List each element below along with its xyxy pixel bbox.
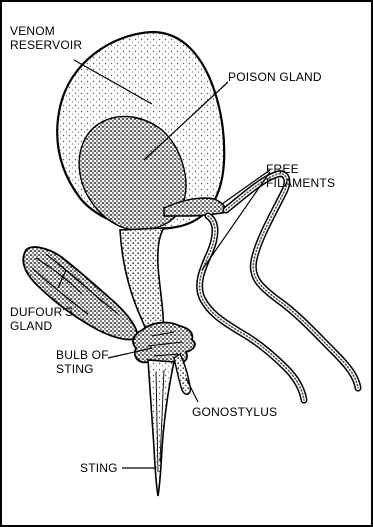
label-dufours-gland-line1: DUFOUR'S: [10, 305, 73, 319]
label-free-filaments-line1: FREE: [266, 162, 335, 176]
label-sting: STING: [80, 461, 118, 475]
label-bulb-of-sting-line1: BULB OF: [56, 348, 109, 362]
gonostylus-shape: [174, 354, 190, 394]
label-free-filaments-line2: FILAMENTS: [266, 176, 335, 190]
label-poison-gland: POISON GLAND: [228, 70, 322, 84]
label-venom-reservoir-line2: RESERVOIR: [10, 38, 82, 52]
sting-shape: [148, 360, 174, 496]
label-venom-reservoir-line1: VENOM: [10, 24, 82, 38]
label-bulb-of-sting-line2: STING: [56, 362, 109, 376]
leader-free-filaments-a: [222, 170, 270, 204]
label-venom-reservoir: VENOM RESERVOIR: [10, 24, 82, 52]
label-dufours-gland: DUFOUR'S GLAND: [10, 305, 73, 333]
label-bulb-of-sting: BULB OF STING: [56, 348, 109, 376]
label-dufours-gland-line2: GLAND: [10, 319, 73, 333]
label-gonostylus: GONOSTYLUS: [192, 405, 277, 419]
label-free-filaments: FREE FILAMENTS: [266, 162, 335, 190]
